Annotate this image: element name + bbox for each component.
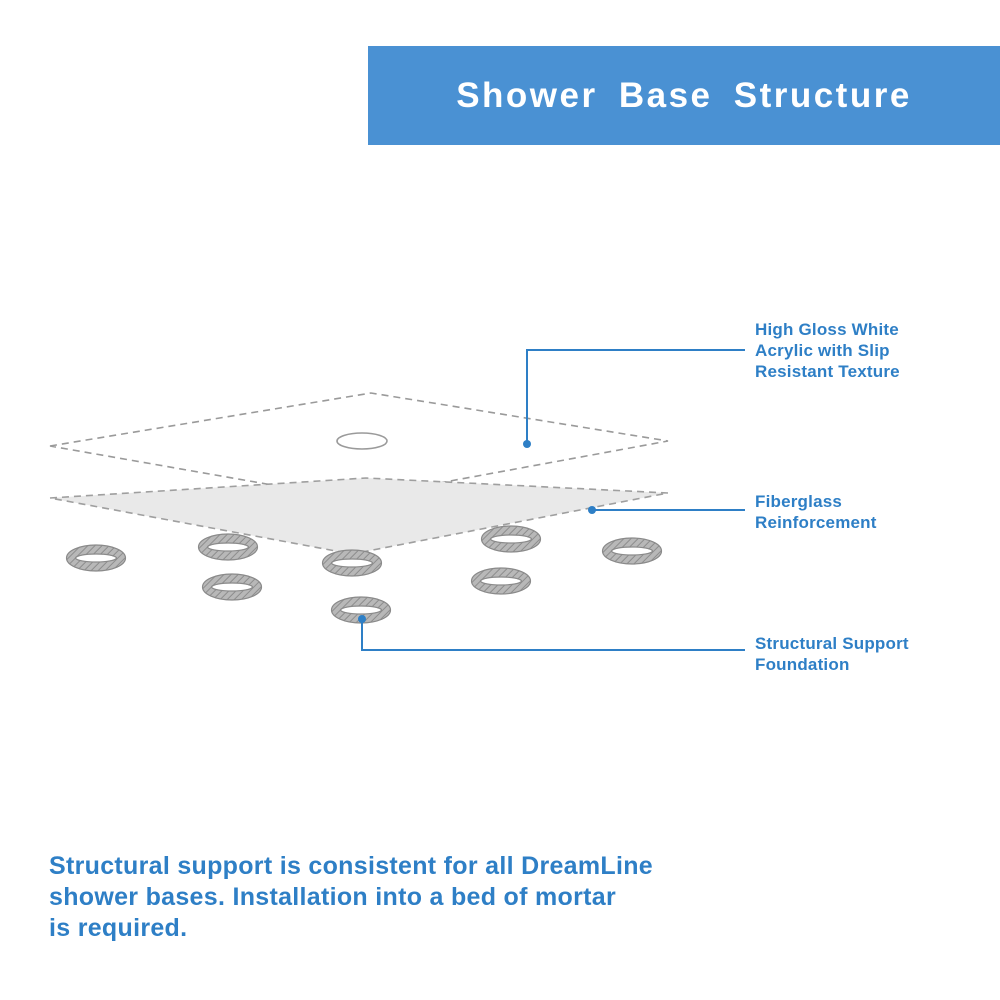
callout-line: High Gloss White (755, 320, 899, 339)
callout-line: Acrylic with Slip (755, 341, 890, 360)
footer-line: shower bases. Installation into a bed of… (49, 883, 616, 911)
footer-line: Structural support is consistent for all… (49, 852, 654, 880)
title-banner: Shower Base Structure (368, 46, 1000, 145)
support-ring (65, 544, 127, 572)
callout-fiberglass-label: Fiberglass Reinforcement (755, 491, 877, 533)
callout-line: Fiberglass (755, 492, 843, 511)
page-title: Shower Base Structure (456, 75, 912, 115)
footer-line: is required. (49, 914, 188, 942)
callout-acrylic-label: High Gloss White Acrylic with Slip Resis… (755, 319, 900, 382)
callout-line: Reinforcement (755, 513, 877, 532)
callout-line: Structural Support (755, 634, 909, 653)
callout-line: Resistant Texture (755, 362, 900, 381)
footer-note: Structural support is consistent for all… (49, 851, 653, 944)
support-ring (201, 573, 263, 601)
support-ring (321, 549, 383, 577)
callout-support-label: Structural Support Foundation (755, 633, 909, 675)
fiberglass-layer-shape (49, 477, 669, 555)
support-ring (470, 567, 532, 595)
drain-hole (336, 432, 388, 450)
support-ring (480, 525, 542, 553)
leader-line-acrylic (523, 349, 745, 448)
leader-line-fiberglass (588, 506, 745, 514)
support-ring (601, 537, 663, 565)
acrylic-layer-shape (49, 392, 669, 500)
support-ring (197, 533, 259, 561)
leader-line-support (358, 615, 745, 651)
support-rings-group (65, 525, 663, 624)
callout-line: Foundation (755, 655, 850, 674)
